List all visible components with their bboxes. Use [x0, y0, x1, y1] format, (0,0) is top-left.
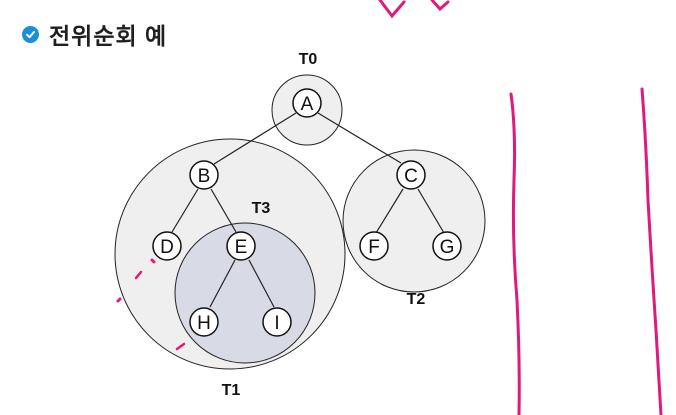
section-heading: 전위순회 예 [22, 18, 167, 50]
node-label: F [368, 237, 380, 258]
node-c: C [396, 160, 426, 190]
node-label: C [404, 166, 418, 187]
node-label: G [440, 237, 455, 258]
node-a: A [292, 88, 322, 118]
subtree-label-t3: T3 [252, 200, 271, 217]
node-label: D [160, 237, 174, 258]
node-i: I [262, 307, 292, 337]
annotation-arrow-stroke [430, 0, 450, 12]
edge-b-d [171, 188, 199, 233]
node-label: I [274, 313, 279, 334]
subtree-label-t0: T0 [299, 51, 318, 68]
page-title: 전위순회 예 [49, 23, 168, 49]
annotation-vertical-line [509, 92, 521, 415]
subtree-label-t1: T1 [222, 382, 241, 399]
node-label: H [197, 313, 211, 334]
subtree-label-t2: T2 [407, 291, 426, 308]
node-label: A [301, 94, 314, 115]
edge-a-b [213, 112, 297, 165]
node-label: B [198, 166, 211, 187]
tree-edges [171, 112, 445, 308]
annotation-strokes [116, 0, 663, 415]
annotation-arrow-stroke [378, 0, 406, 19]
node-d: D [152, 231, 182, 261]
node-g: G [432, 231, 462, 261]
edge-e-h [209, 259, 236, 308]
annotation-dash [134, 270, 143, 280]
annotation-dash [175, 342, 186, 351]
edge-c-g [417, 188, 445, 234]
node-label: E [235, 237, 248, 258]
node-b: B [189, 160, 219, 190]
node-f: F [359, 231, 389, 261]
node-h: H [189, 307, 219, 337]
edge-c-f [375, 188, 404, 234]
check-circle-icon [22, 25, 39, 43]
annotation-dash [116, 297, 122, 303]
edge-e-i [248, 259, 275, 308]
node-e: E [226, 231, 256, 261]
edge-b-e [210, 188, 237, 233]
edge-a-c [317, 112, 402, 164]
annotation-dash [150, 258, 156, 264]
annotation-vertical-line [640, 87, 663, 415]
